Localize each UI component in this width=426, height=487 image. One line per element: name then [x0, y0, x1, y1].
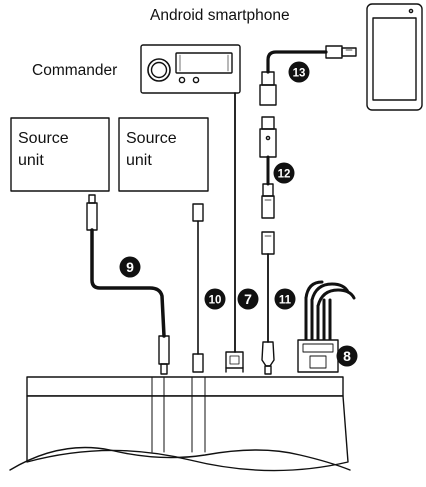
callouts: 7 8 9 10 11 12	[119, 61, 358, 367]
cable-7	[225, 92, 244, 373]
svg-text:12: 12	[278, 169, 291, 181]
callout-8: 8	[336, 345, 358, 367]
callout-10: 10	[204, 288, 226, 310]
source-unit-1-box	[10, 117, 110, 192]
source-unit-2-label: Source unit	[126, 128, 177, 172]
smartphone-label: Android smartphone	[150, 7, 290, 24]
source-unit-2-line1: Source	[126, 130, 177, 147]
callout-13: 13	[288, 61, 310, 83]
svg-text:9: 9	[126, 259, 134, 275]
svg-text:11: 11	[279, 295, 292, 307]
smartphone-device	[366, 3, 423, 111]
callout-7: 7	[237, 288, 259, 310]
svg-text:7: 7	[244, 291, 252, 307]
source-unit-2-box	[118, 117, 209, 192]
svg-text:13: 13	[293, 68, 306, 80]
source-unit-1-label: Source unit	[18, 128, 69, 172]
source-unit-1-line1: Source	[18, 130, 69, 147]
callout-9: 9	[119, 256, 141, 278]
harness-8	[297, 280, 356, 373]
svg-text:10: 10	[209, 295, 222, 307]
commander-unit	[140, 44, 241, 94]
cable-11	[261, 231, 275, 375]
cable-13	[259, 45, 357, 106]
source-unit-1-line2: unit	[18, 152, 44, 169]
cable-9-rca	[86, 194, 170, 375]
callout-12: 12	[273, 162, 295, 184]
cable-10	[192, 203, 204, 373]
source-unit-2-line2: unit	[126, 152, 152, 169]
callout-11: 11	[274, 288, 296, 310]
svg-text:8: 8	[343, 348, 351, 364]
cable-12	[259, 116, 277, 219]
commander-label: Commander	[32, 62, 118, 79]
head-unit-body	[9, 376, 351, 472]
